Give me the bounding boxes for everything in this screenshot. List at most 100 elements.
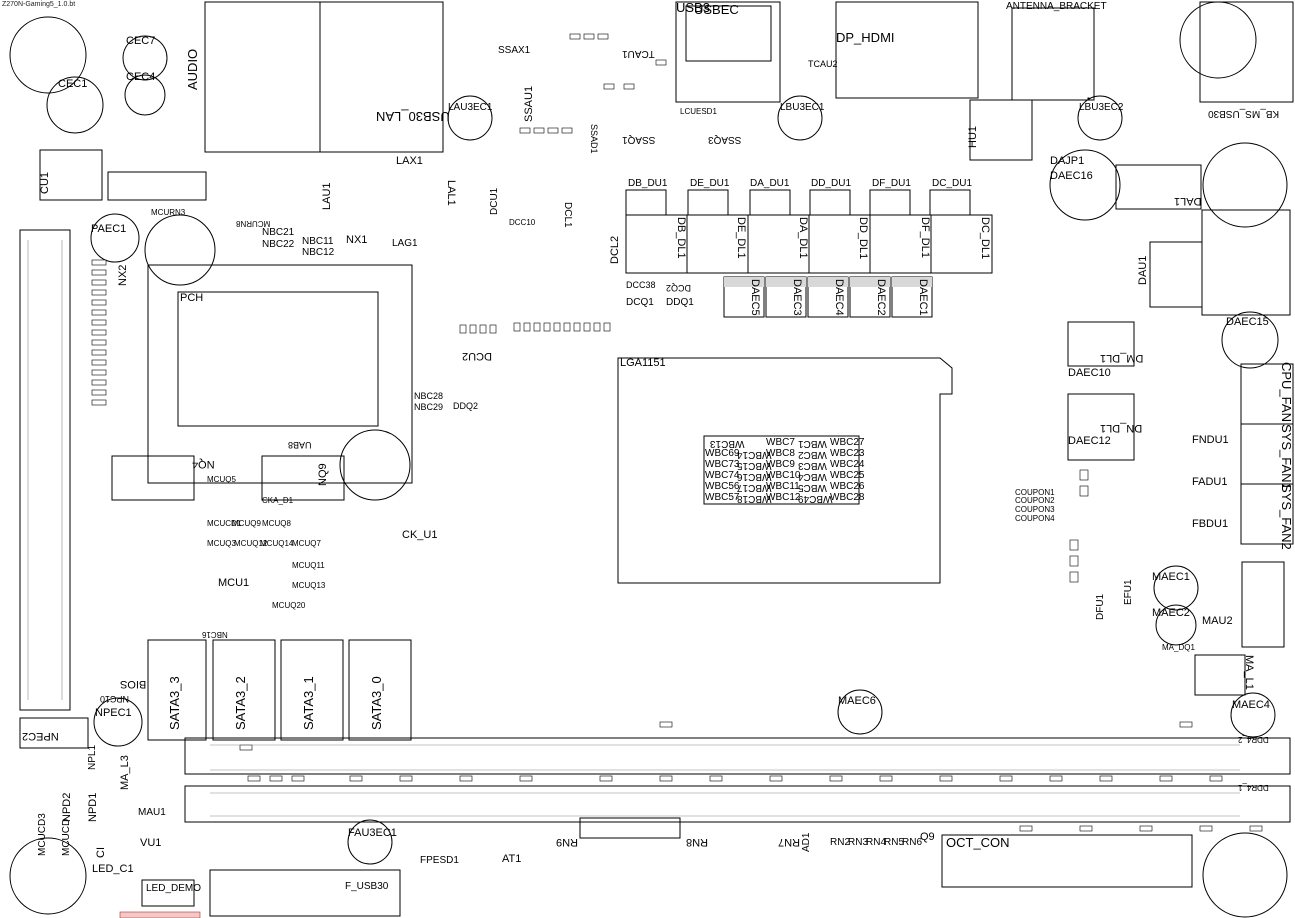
daec12-label: DAEC12 [1068, 435, 1111, 447]
da-du1-box [749, 189, 791, 216]
ssad1-label: SSAD1 [589, 124, 599, 154]
ddr4-1-slot [184, 785, 1291, 823]
npl1-label: NPL1 [87, 744, 98, 770]
dm-dl1-label: DM_DL1 [1100, 352, 1144, 364]
wbc-cell: WBC57 [705, 492, 740, 503]
led-demo-box [141, 879, 195, 907]
dd-du1-label: DD_DU1 [811, 178, 852, 189]
cec7-label: CEC7 [126, 35, 156, 47]
sata3-1-label: SATA3_1 [301, 676, 316, 730]
rn5-label: RN5 [884, 837, 905, 848]
dn-dl1-box [1067, 393, 1135, 461]
wbc-cell: WBC25 [830, 470, 865, 481]
mcuq14-label: MCUQ14 [260, 539, 294, 548]
paec1-label: PAEC1 [91, 223, 127, 235]
mau2-box [1241, 561, 1285, 648]
wbc-cell: WBC28 [830, 492, 865, 503]
uab8-label: UAB8 [288, 440, 312, 450]
rn9-label: RN9 [556, 836, 579, 848]
cu1-label: CU1 [39, 171, 51, 194]
led-demo-label: LED_DEMO [146, 883, 202, 894]
dd-du1-box [809, 189, 851, 216]
lal1-label: LAL1 [445, 180, 457, 206]
nbc11-label: NBC11 [302, 236, 334, 247]
cu1-outline [39, 149, 103, 201]
ad1-label: AD1 [801, 832, 812, 852]
fpesd1-label: FPESD1 [420, 855, 459, 866]
df-du1-label: DF_DU1 [872, 178, 911, 189]
de-dl1-label: DE_DL1 [735, 217, 747, 259]
led-c1-label: LED_C1 [92, 863, 134, 875]
efu1-label: EFU1 [1123, 579, 1134, 605]
nq4-box [111, 455, 195, 501]
hatch-fills [724, 277, 932, 287]
wbc-cell: WBC74 [705, 470, 740, 481]
usb3-label: USB3 [676, 0, 710, 15]
mcurn3-label: MCURN3 [151, 208, 186, 217]
nq9-label: NQ9 [317, 463, 329, 486]
dp-hdmi-label: DP_HDMI [836, 30, 895, 45]
ma-l1-box [1194, 654, 1246, 696]
sata3-0-label: SATA3_0 [369, 676, 384, 730]
usbec-inner [685, 5, 772, 62]
audio-misc-box [107, 171, 207, 201]
npd2-label: NPD2 [61, 792, 73, 822]
mcucd1-label: MCUCD1 [207, 519, 242, 528]
sata3-1-box [280, 639, 344, 741]
pch-die [177, 291, 379, 427]
nx2-label: NX2 [117, 264, 129, 286]
bios-label: BIOS [120, 678, 147, 690]
db-du1-label: DB_DU1 [628, 178, 668, 189]
wbc-cell: WBC8 [766, 448, 795, 459]
rn7-label: RN7 [778, 836, 801, 848]
fau3ec1-label: FAU3EC1 [348, 827, 397, 839]
wbc-cell: WBC23 [830, 448, 865, 459]
nx1-label: NX1 [346, 234, 368, 246]
rn6-label: RN6 [902, 837, 923, 848]
sata3-0-box [348, 639, 412, 741]
mcucd-label: MCUCD [61, 818, 72, 856]
rn4-label: RN4 [866, 837, 887, 848]
npd1-label: NPD1 [87, 792, 99, 822]
wbc-cell: WBC26 [830, 481, 865, 492]
lag1-label: LAG1 [392, 238, 418, 249]
vu1-label: VU1 [140, 837, 162, 849]
nq9-box [261, 455, 345, 501]
npec2-label: NPEC2 [22, 730, 59, 742]
mcucd3-label: MCUCD3 [37, 813, 48, 856]
db-dl1-label: DB_DL1 [675, 217, 687, 259]
usb30-lan-outline [319, 1, 444, 153]
usb30-lan-label: USB30_LAN [376, 109, 450, 124]
nbc12-label: NBC12 [302, 247, 335, 258]
smd-pads [91, 33, 1263, 832]
nbc16-label: NBC16 [202, 630, 228, 639]
mcuq11-label: MCUQ11 [292, 561, 325, 570]
db-du1-box [625, 189, 667, 216]
ssau1-label: SSAU1 [523, 85, 535, 122]
ma-l1-label: MA_L1 [1243, 655, 1255, 690]
coupon3-label: COUPON3 [1015, 505, 1055, 514]
nbc28-label: NBC28 [414, 391, 444, 401]
daec4-label: DAEC4 [833, 279, 845, 316]
fadu1-label: FADU1 [1192, 476, 1228, 488]
da-dl1-label: DA_DL1 [797, 217, 809, 259]
maec4-label: MAEC4 [1232, 699, 1270, 711]
cka-d1-label: CKA_D1 [262, 496, 294, 505]
ck-u1-label: CK_U1 [402, 529, 438, 541]
daec1-label: DAEC1 [917, 279, 929, 316]
cpu-fan-label: CPU_FAN [1279, 362, 1294, 422]
lga1151-outline [617, 357, 953, 584]
dcu2-label: DCU2 [462, 350, 492, 362]
usbec-outline [675, 1, 781, 103]
oct-con-box [941, 834, 1193, 888]
cec4-label: CEC4 [126, 71, 156, 83]
coupon1-label: COUPON1 [1015, 488, 1055, 497]
nbc21-label: NBC21 [262, 227, 295, 238]
wbc-cell: WBC56 [705, 481, 740, 492]
dfu1-label: DFU1 [1095, 593, 1106, 620]
dcl1-label: DCL1 [562, 202, 573, 228]
wbc-cell: WBC12 [766, 492, 801, 503]
wbc-cell: WBC5 [798, 482, 827, 493]
de-du1-box [687, 189, 729, 216]
right-conn-box [1201, 209, 1291, 316]
